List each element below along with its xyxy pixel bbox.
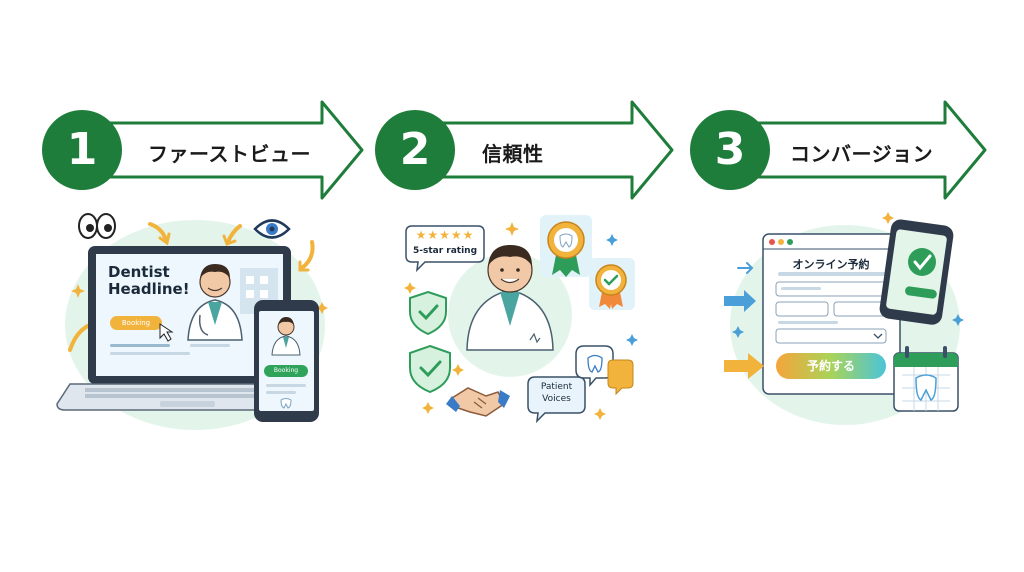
step-1-number: 1 [66, 124, 98, 175]
window-dot-icon [787, 239, 793, 245]
calendar-icon [893, 346, 959, 412]
step-3-arrow [728, 100, 987, 200]
eyes-icon [78, 213, 116, 239]
step-3-number: 3 [714, 124, 746, 175]
laptop-booking-label[interactable]: Booking [121, 319, 151, 327]
phone-check-icon [879, 219, 954, 325]
shield-check-icon [409, 344, 451, 394]
sparkle-icon [732, 326, 744, 338]
submit-button [776, 353, 886, 379]
chevron-down-icon [873, 333, 883, 339]
window-dot-icon [769, 239, 775, 245]
award-badge-icon [540, 215, 592, 277]
sparkle-icon [316, 302, 328, 314]
eye-icon [253, 219, 291, 239]
step-3-label: コンバージョン [790, 142, 934, 166]
tooth-icon [587, 354, 603, 373]
arrow-right-icon [724, 353, 764, 379]
cursor-icon [159, 323, 174, 342]
chat-bubble-icon [607, 359, 634, 396]
step-2-number: 2 [399, 124, 431, 175]
laptop-headline-line-2: Headline! [108, 280, 190, 298]
tooth-icon [280, 398, 292, 409]
phone-booking-button [264, 365, 308, 377]
laptop-booking-button [110, 316, 162, 330]
submit-button-label[interactable]: 予約する [806, 359, 855, 373]
dentist-portrait [466, 245, 554, 351]
sparkle-icon [452, 364, 464, 376]
attention-arrow-icon [226, 224, 242, 244]
patient-voices-bubble [527, 376, 586, 424]
phone-booking-label[interactable]: Booking [273, 367, 299, 374]
step-2-label: 信頼性 [482, 142, 544, 166]
sparkle-icon [404, 282, 416, 294]
arrow-right-icon [724, 290, 756, 312]
sparkle-icon [952, 314, 964, 326]
laptop-headline-line-1: Dentist [108, 263, 170, 281]
form-field [833, 301, 887, 317]
sparkle-icon [505, 222, 519, 236]
sparkle-icon [882, 212, 894, 224]
rating-bubble [405, 225, 485, 273]
window-dot-icon [778, 239, 784, 245]
handshake-icon [446, 387, 510, 417]
shield-check-icon [409, 290, 447, 336]
step-3-circle [690, 110, 770, 190]
sparkle-icon [594, 408, 606, 420]
award-badge-icon [589, 258, 635, 310]
sparkle-icon [71, 284, 85, 298]
step-2-circle [375, 110, 455, 190]
sparkle-icon [422, 402, 434, 414]
rating-stars: ★★★★★ [415, 228, 475, 242]
patient-voices-label: Patient Voices [528, 381, 585, 405]
attention-arrow-icon [148, 222, 168, 242]
step-1-circle [42, 110, 122, 190]
patient-voices-line-2: Voices [542, 394, 571, 404]
form-field [775, 301, 829, 317]
form-title: オンライン予約 [792, 258, 870, 271]
rating-label: 5-star rating [412, 246, 478, 256]
step-2-arrow [413, 100, 674, 200]
phone-dentist-avatar [271, 317, 301, 356]
dentist-avatar [187, 264, 243, 341]
patient-voices-line-1: Patient [540, 382, 573, 392]
laptop-headline: Dentist Headline! [108, 264, 190, 298]
attention-arrow-icon [300, 240, 315, 270]
step-1-arrow [80, 100, 364, 200]
form-select [775, 328, 887, 344]
step-1-label: ファーストビュー [148, 142, 311, 166]
arrow-right-icon [737, 262, 754, 274]
sparkle-icon [606, 234, 618, 246]
sparkle-icon [626, 334, 638, 346]
